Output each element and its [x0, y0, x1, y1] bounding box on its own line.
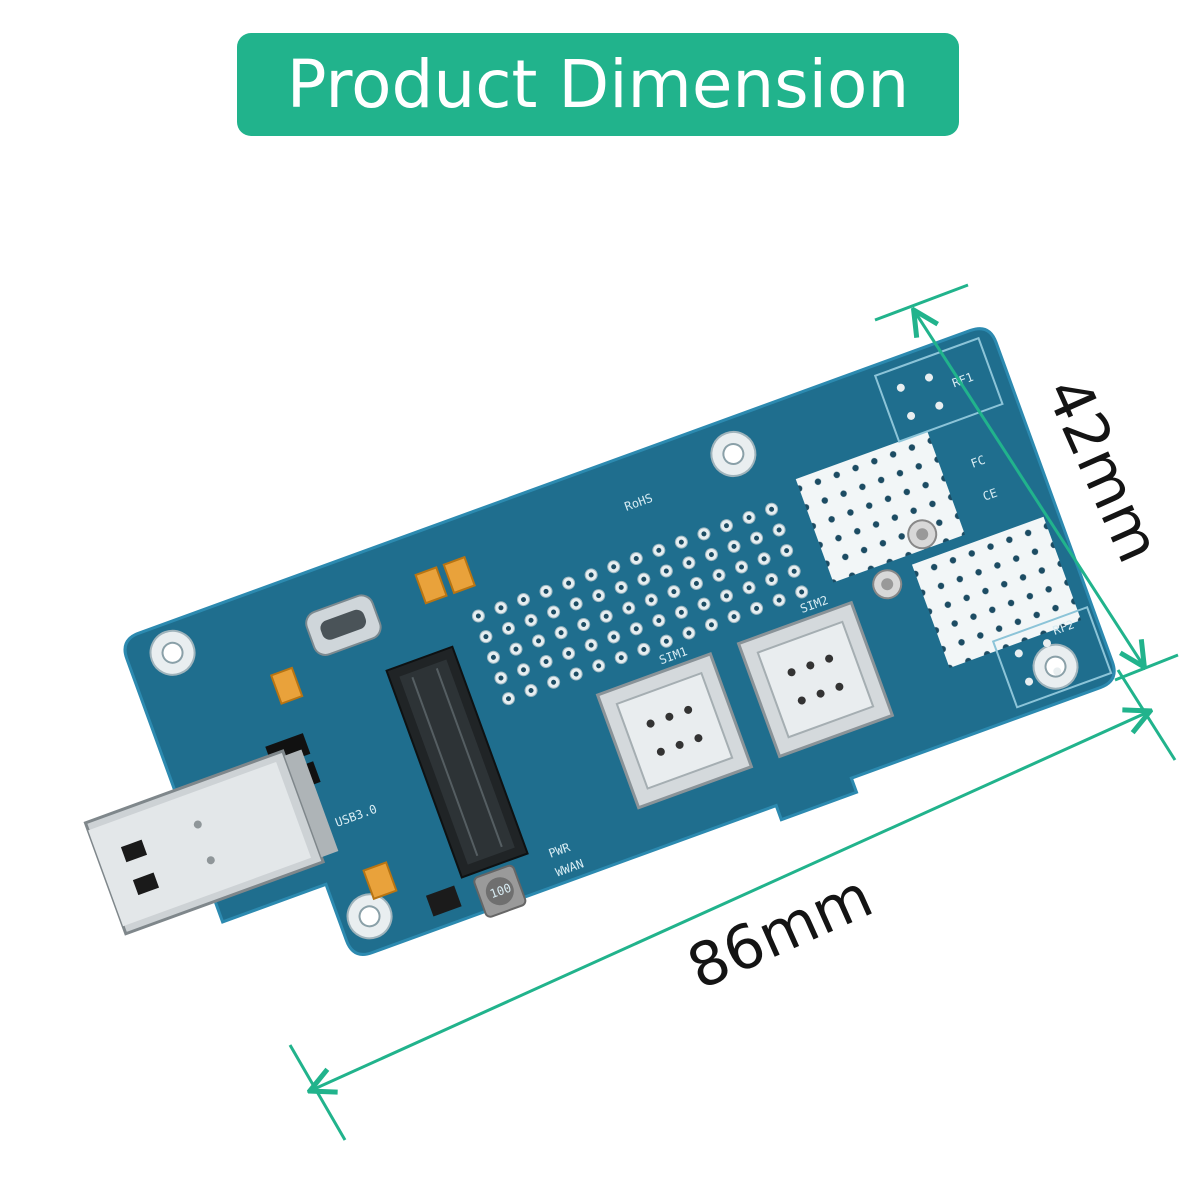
- through-hole-center: [588, 572, 594, 578]
- through-hole-center: [678, 609, 684, 615]
- through-hole-center: [611, 564, 617, 570]
- through-hole-center: [505, 696, 511, 702]
- through-hole-center: [723, 523, 729, 529]
- through-hole-center: [754, 535, 760, 541]
- through-hole-center: [746, 514, 752, 520]
- width-label: 86mm: [678, 861, 883, 1004]
- through-hole-center: [483, 634, 489, 640]
- through-hole-center: [648, 597, 654, 603]
- through-hole-center: [505, 625, 511, 631]
- through-hole-center: [611, 634, 617, 640]
- through-hole-center: [663, 568, 669, 574]
- through-hole-center: [746, 585, 752, 591]
- through-hole-center: [573, 671, 579, 677]
- through-hole-center: [521, 597, 527, 603]
- through-hole-center: [663, 638, 669, 644]
- through-hole-center: [716, 572, 722, 578]
- through-hole-center: [791, 568, 797, 574]
- through-hole-center: [776, 597, 782, 603]
- capacitor: [414, 566, 448, 605]
- mounting-hole: [710, 430, 757, 477]
- through-hole-center: [761, 556, 767, 562]
- through-hole-center: [558, 630, 564, 636]
- through-hole-center: [656, 618, 662, 624]
- width-dimension-line: [312, 712, 1148, 1090]
- through-hole-center: [723, 593, 729, 599]
- through-hole-center: [566, 650, 572, 656]
- width-extension-left: [288, 1044, 347, 1141]
- through-hole-center: [513, 646, 519, 652]
- through-hole-center: [528, 617, 534, 623]
- usb-c-connector: [305, 594, 382, 656]
- through-hole-center: [581, 621, 587, 627]
- through-hole-center: [686, 560, 692, 566]
- through-hole-center: [769, 576, 775, 582]
- capacitor: [269, 666, 304, 705]
- pcb-board: 100 RF1 RF2: [83, 327, 1116, 956]
- through-hole-center: [739, 564, 745, 570]
- through-hole-center: [588, 642, 594, 648]
- through-hole-center: [633, 626, 639, 632]
- through-hole-center: [551, 679, 557, 685]
- through-hole-center: [498, 605, 504, 611]
- pcb-body: [123, 327, 1116, 956]
- through-hole-center: [551, 609, 557, 615]
- through-hole-center: [573, 601, 579, 607]
- height-dimension-line: [915, 312, 1143, 665]
- through-hole-center: [678, 539, 684, 545]
- through-hole-center: [633, 556, 639, 562]
- rf-connector: [872, 569, 903, 600]
- through-hole-center: [731, 543, 737, 549]
- through-hole-grid: [471, 502, 809, 706]
- through-hole-center: [536, 638, 542, 644]
- through-hole-center: [701, 531, 707, 537]
- through-hole-center: [490, 654, 496, 660]
- through-hole-center: [641, 576, 647, 582]
- through-hole-center: [769, 506, 775, 512]
- through-hole-center: [618, 584, 624, 590]
- through-hole-center: [776, 527, 782, 533]
- through-hole-center: [708, 622, 714, 628]
- through-hole-center: [754, 605, 760, 611]
- through-hole-center: [656, 547, 662, 553]
- through-hole-center: [543, 588, 549, 594]
- page-title: Product Dimension: [286, 46, 910, 123]
- through-hole-center: [618, 655, 624, 661]
- through-hole-center: [528, 687, 534, 693]
- through-hole-center: [475, 613, 481, 619]
- through-hole-center: [521, 667, 527, 673]
- through-hole-center: [708, 552, 714, 558]
- capacitor: [442, 555, 476, 595]
- through-hole-center: [641, 646, 647, 652]
- through-hole-center: [543, 659, 549, 665]
- height-extension-top: [874, 283, 969, 322]
- through-hole-center: [566, 580, 572, 586]
- through-hole-center: [799, 589, 805, 595]
- through-hole-center: [498, 675, 504, 681]
- through-hole-center: [693, 580, 699, 586]
- through-hole-center: [671, 589, 677, 595]
- through-hole-center: [701, 601, 707, 607]
- title-banner: Product Dimension: [237, 33, 959, 136]
- height-extension-bottom: [1114, 653, 1179, 682]
- through-hole-center: [784, 548, 790, 554]
- through-hole-center: [731, 614, 737, 620]
- mounting-hole: [149, 629, 196, 676]
- through-hole-center: [626, 605, 632, 611]
- through-hole-center: [596, 593, 602, 599]
- through-hole-center: [603, 613, 609, 619]
- width-extension-right: [1116, 669, 1177, 761]
- through-hole-center: [686, 630, 692, 636]
- through-hole-center: [596, 663, 602, 669]
